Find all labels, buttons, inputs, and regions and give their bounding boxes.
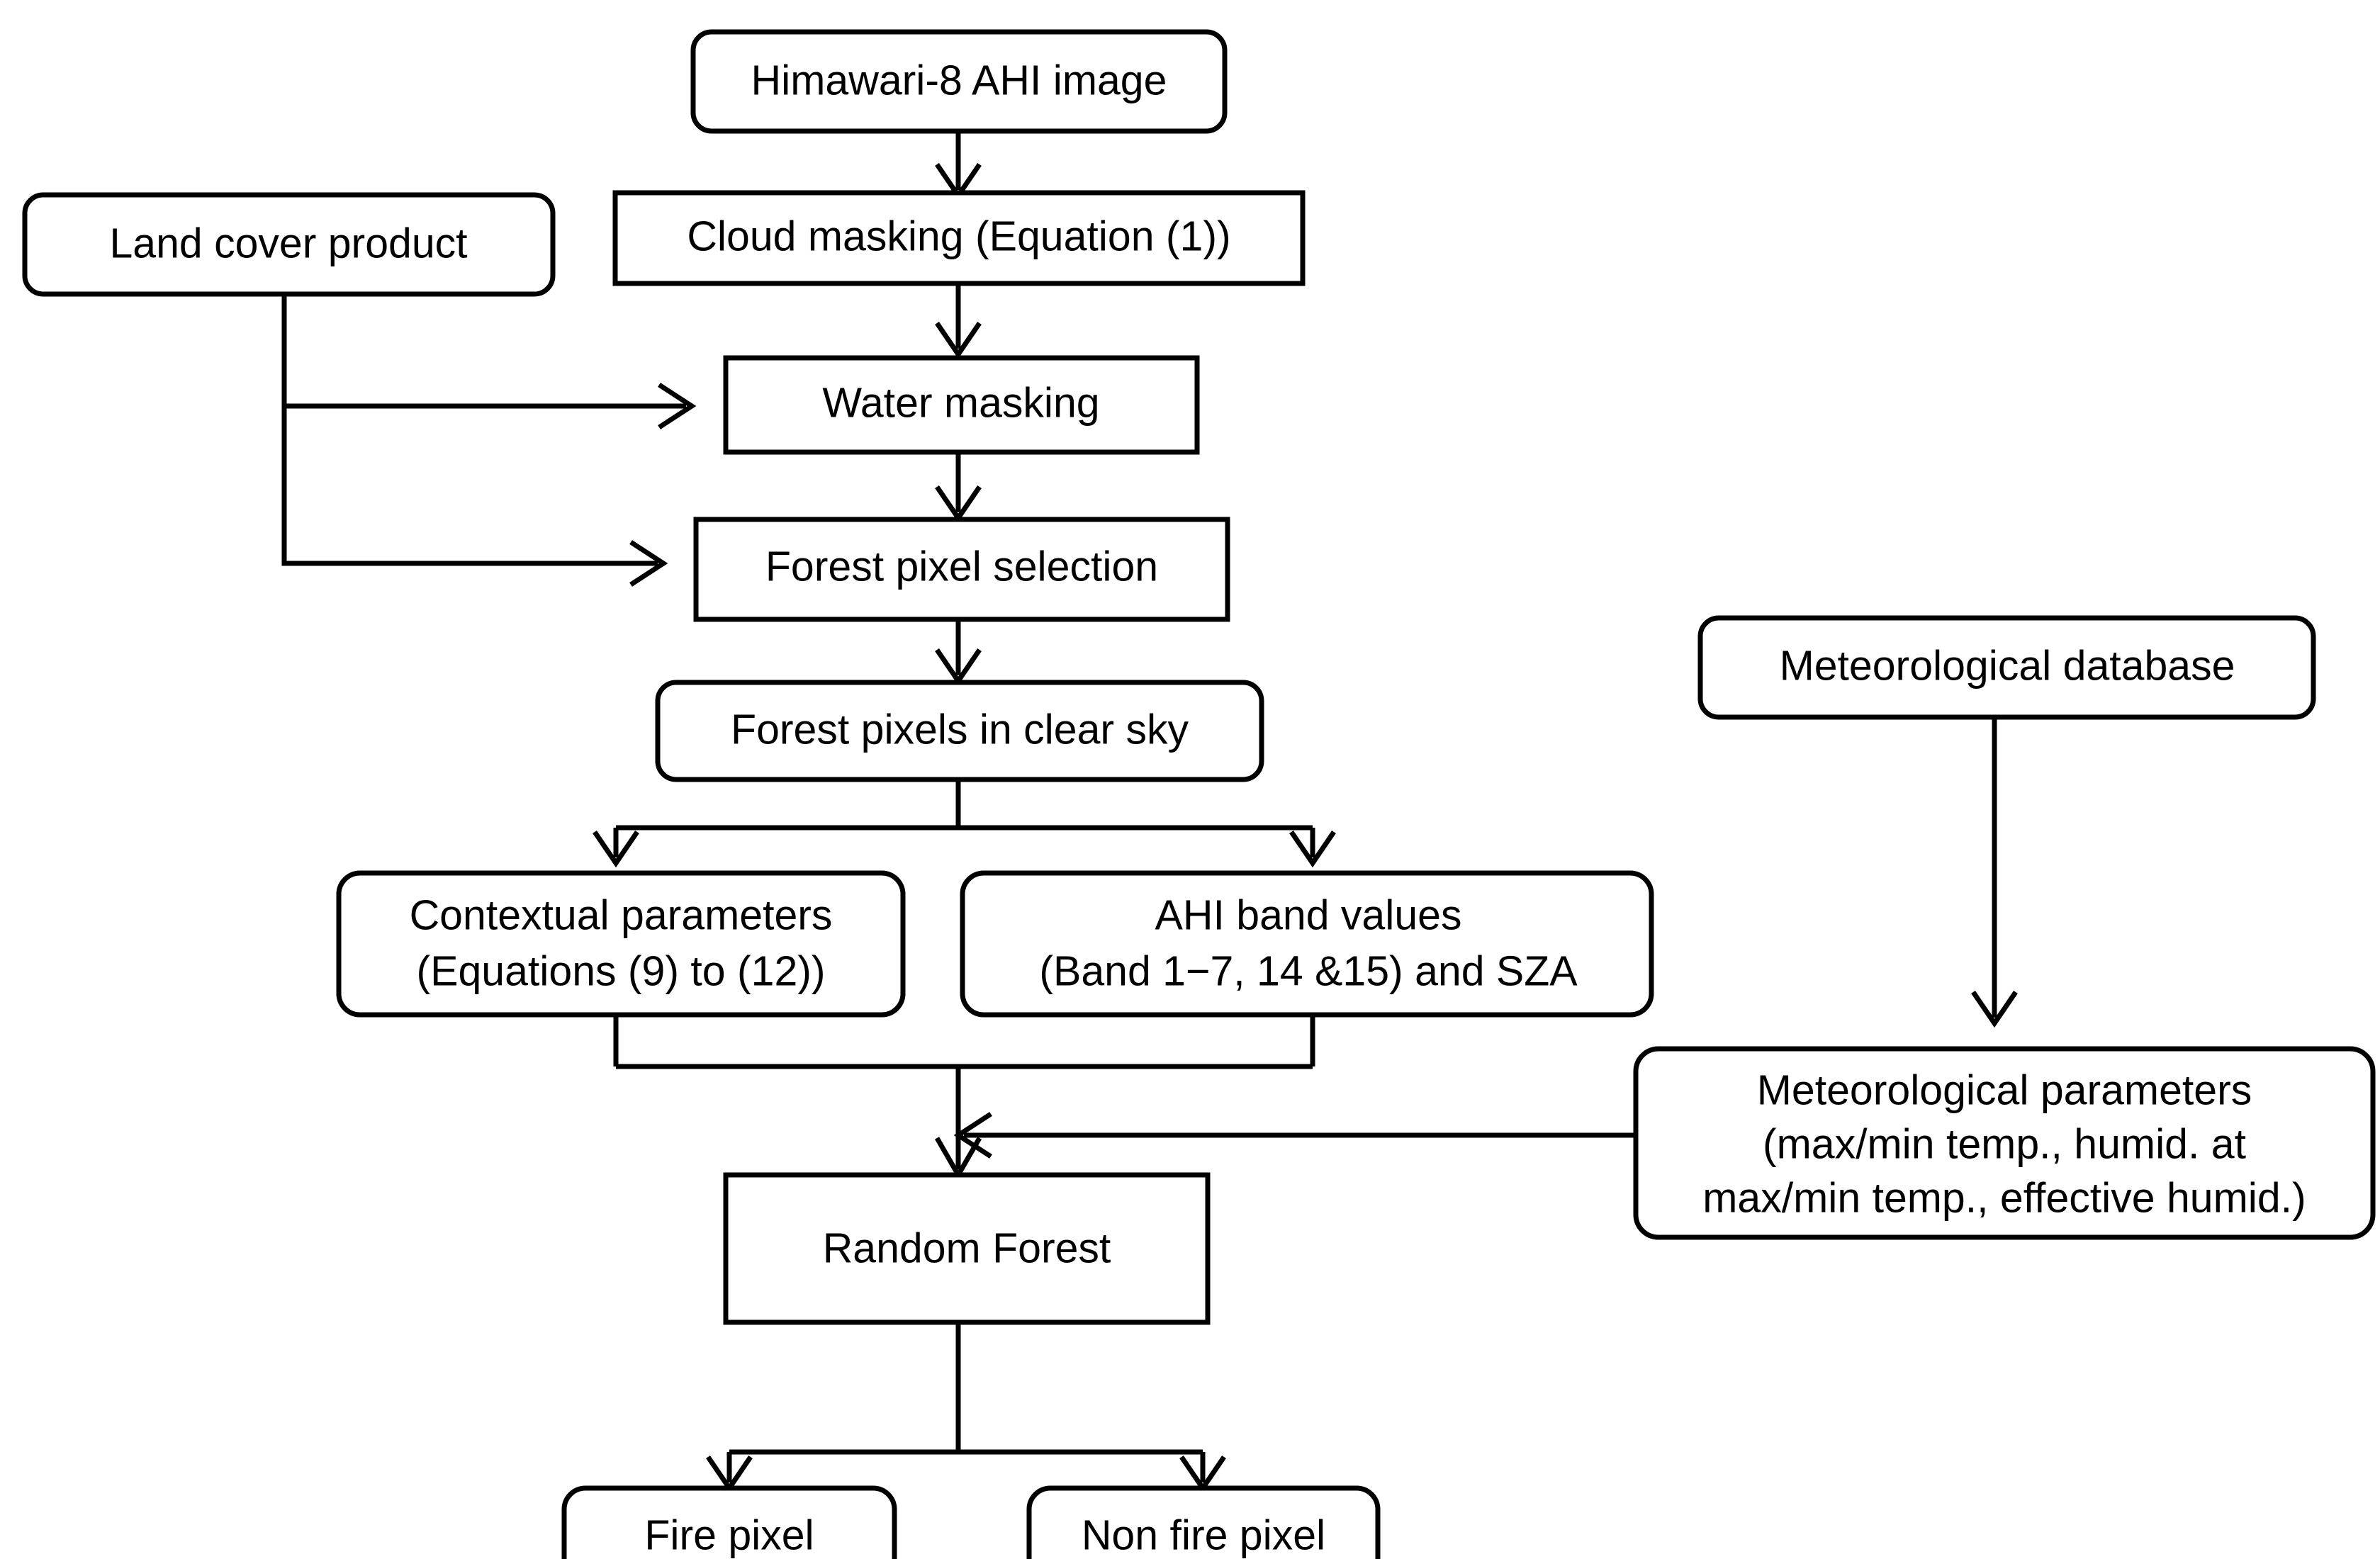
edge-land-cover-to-water-masking bbox=[281, 293, 697, 429]
node-shape-forest-pixels-clear-sky bbox=[655, 680, 1264, 782]
node-label-meteorological-database: Meteorological database bbox=[1780, 643, 2235, 690]
node-shape-ahi-band-values bbox=[960, 870, 1654, 1018]
edge-clear-sky-split bbox=[593, 780, 1336, 868]
edge-water-masking-to-forest-pixel-selection bbox=[935, 452, 982, 523]
node-non-fire-pixel[interactable]: Non fire pixel bbox=[1026, 1485, 1381, 1559]
node-label-meteorological-parameters-line1: Meteorological parameters bbox=[1757, 1067, 2252, 1114]
node-ahi-band-values[interactable]: AHI band values (Band 1−7, 14 &15) and S… bbox=[960, 870, 1654, 1018]
node-land-cover-product[interactable]: Land cover product bbox=[22, 192, 556, 297]
node-shape-non-fire-pixel bbox=[1026, 1485, 1381, 1559]
node-shape-water-masking bbox=[723, 355, 1200, 455]
node-meteorological-database[interactable]: Meteorological database bbox=[1697, 615, 2316, 720]
node-water-masking[interactable]: Water masking bbox=[723, 355, 1200, 455]
node-shape-fire-pixel bbox=[561, 1485, 897, 1559]
node-shape-contextual-parameters bbox=[336, 870, 906, 1018]
node-label-land-cover: Land cover product bbox=[109, 220, 467, 267]
node-label-ahi-band-values-line2: (Band 1−7, 14 &15) and SZA bbox=[1039, 948, 1578, 995]
node-label-random-forest: Random Forest bbox=[823, 1225, 1111, 1272]
edge-params-merge-to-random-forest bbox=[613, 1015, 1315, 1181]
node-forest-pixels-clear-sky[interactable]: Forest pixels in clear sky bbox=[655, 680, 1264, 782]
edge-land-cover-to-forest-pixel-selection bbox=[281, 406, 668, 587]
node-fire-pixel[interactable]: Fire pixel bbox=[561, 1485, 897, 1559]
edge-met-database-to-met-parameters bbox=[1971, 717, 2018, 1028]
node-label-water-masking: Water masking bbox=[822, 380, 1099, 427]
edge-random-forest-split bbox=[706, 1322, 1226, 1493]
node-contextual-parameters[interactable]: Contextual parameters (Equations (9) to … bbox=[336, 870, 906, 1018]
node-shape-cloud-masking bbox=[612, 190, 1306, 286]
node-label-forest-pixels-clear-sky: Forest pixels in clear sky bbox=[731, 707, 1189, 753]
node-shape-random-forest bbox=[723, 1172, 1211, 1325]
node-label-cloud-masking: Cloud masking (Equation (1)) bbox=[687, 213, 1230, 260]
node-label-meteorological-parameters-line3: max/min temp., effective humid.) bbox=[1702, 1175, 2306, 1222]
node-forest-pixel-selection[interactable]: Forest pixel selection bbox=[693, 517, 1230, 622]
node-label-fire-pixel: Fire pixel bbox=[644, 1512, 814, 1559]
node-label-meteorological-parameters-line2: (max/min temp., humid. at bbox=[1763, 1121, 2246, 1168]
node-label-forest-pixel-selection: Forest pixel selection bbox=[765, 544, 1158, 590]
node-label-non-fire-pixel: Non fire pixel bbox=[1082, 1512, 1325, 1559]
node-shape-meteorological-database bbox=[1697, 615, 2316, 720]
edge-forest-pixel-selection-to-clear-sky bbox=[935, 619, 982, 686]
node-shape-meteorological-parameters bbox=[1633, 1046, 2376, 1240]
edge-cloud-masking-to-water-masking bbox=[935, 283, 982, 359]
node-label-contextual-parameters-line1: Contextual parameters bbox=[410, 892, 833, 939]
node-label-himawari: Himawari-8 AHI image bbox=[751, 57, 1167, 104]
edge-met-parameters-to-random-forest bbox=[953, 1112, 1634, 1159]
node-shape-himawari bbox=[690, 29, 1228, 134]
node-himawari-ahi-image[interactable]: Himawari-8 AHI image bbox=[690, 29, 1228, 134]
node-cloud-masking[interactable]: Cloud masking (Equation (1)) bbox=[612, 190, 1306, 286]
node-random-forest[interactable]: Random Forest bbox=[723, 1172, 1211, 1325]
node-label-ahi-band-values-line1: AHI band values bbox=[1155, 892, 1462, 939]
edge-himawari-to-cloud-masking bbox=[935, 131, 982, 201]
node-meteorological-parameters[interactable]: Meteorological parameters (max/min temp.… bbox=[1633, 1046, 2376, 1240]
edges-layer bbox=[281, 131, 2018, 1493]
node-shape-land-cover bbox=[22, 192, 556, 297]
node-label-contextual-parameters-line2: (Equations (9) to (12)) bbox=[416, 948, 825, 995]
node-shape-forest-pixel-selection bbox=[693, 517, 1230, 622]
